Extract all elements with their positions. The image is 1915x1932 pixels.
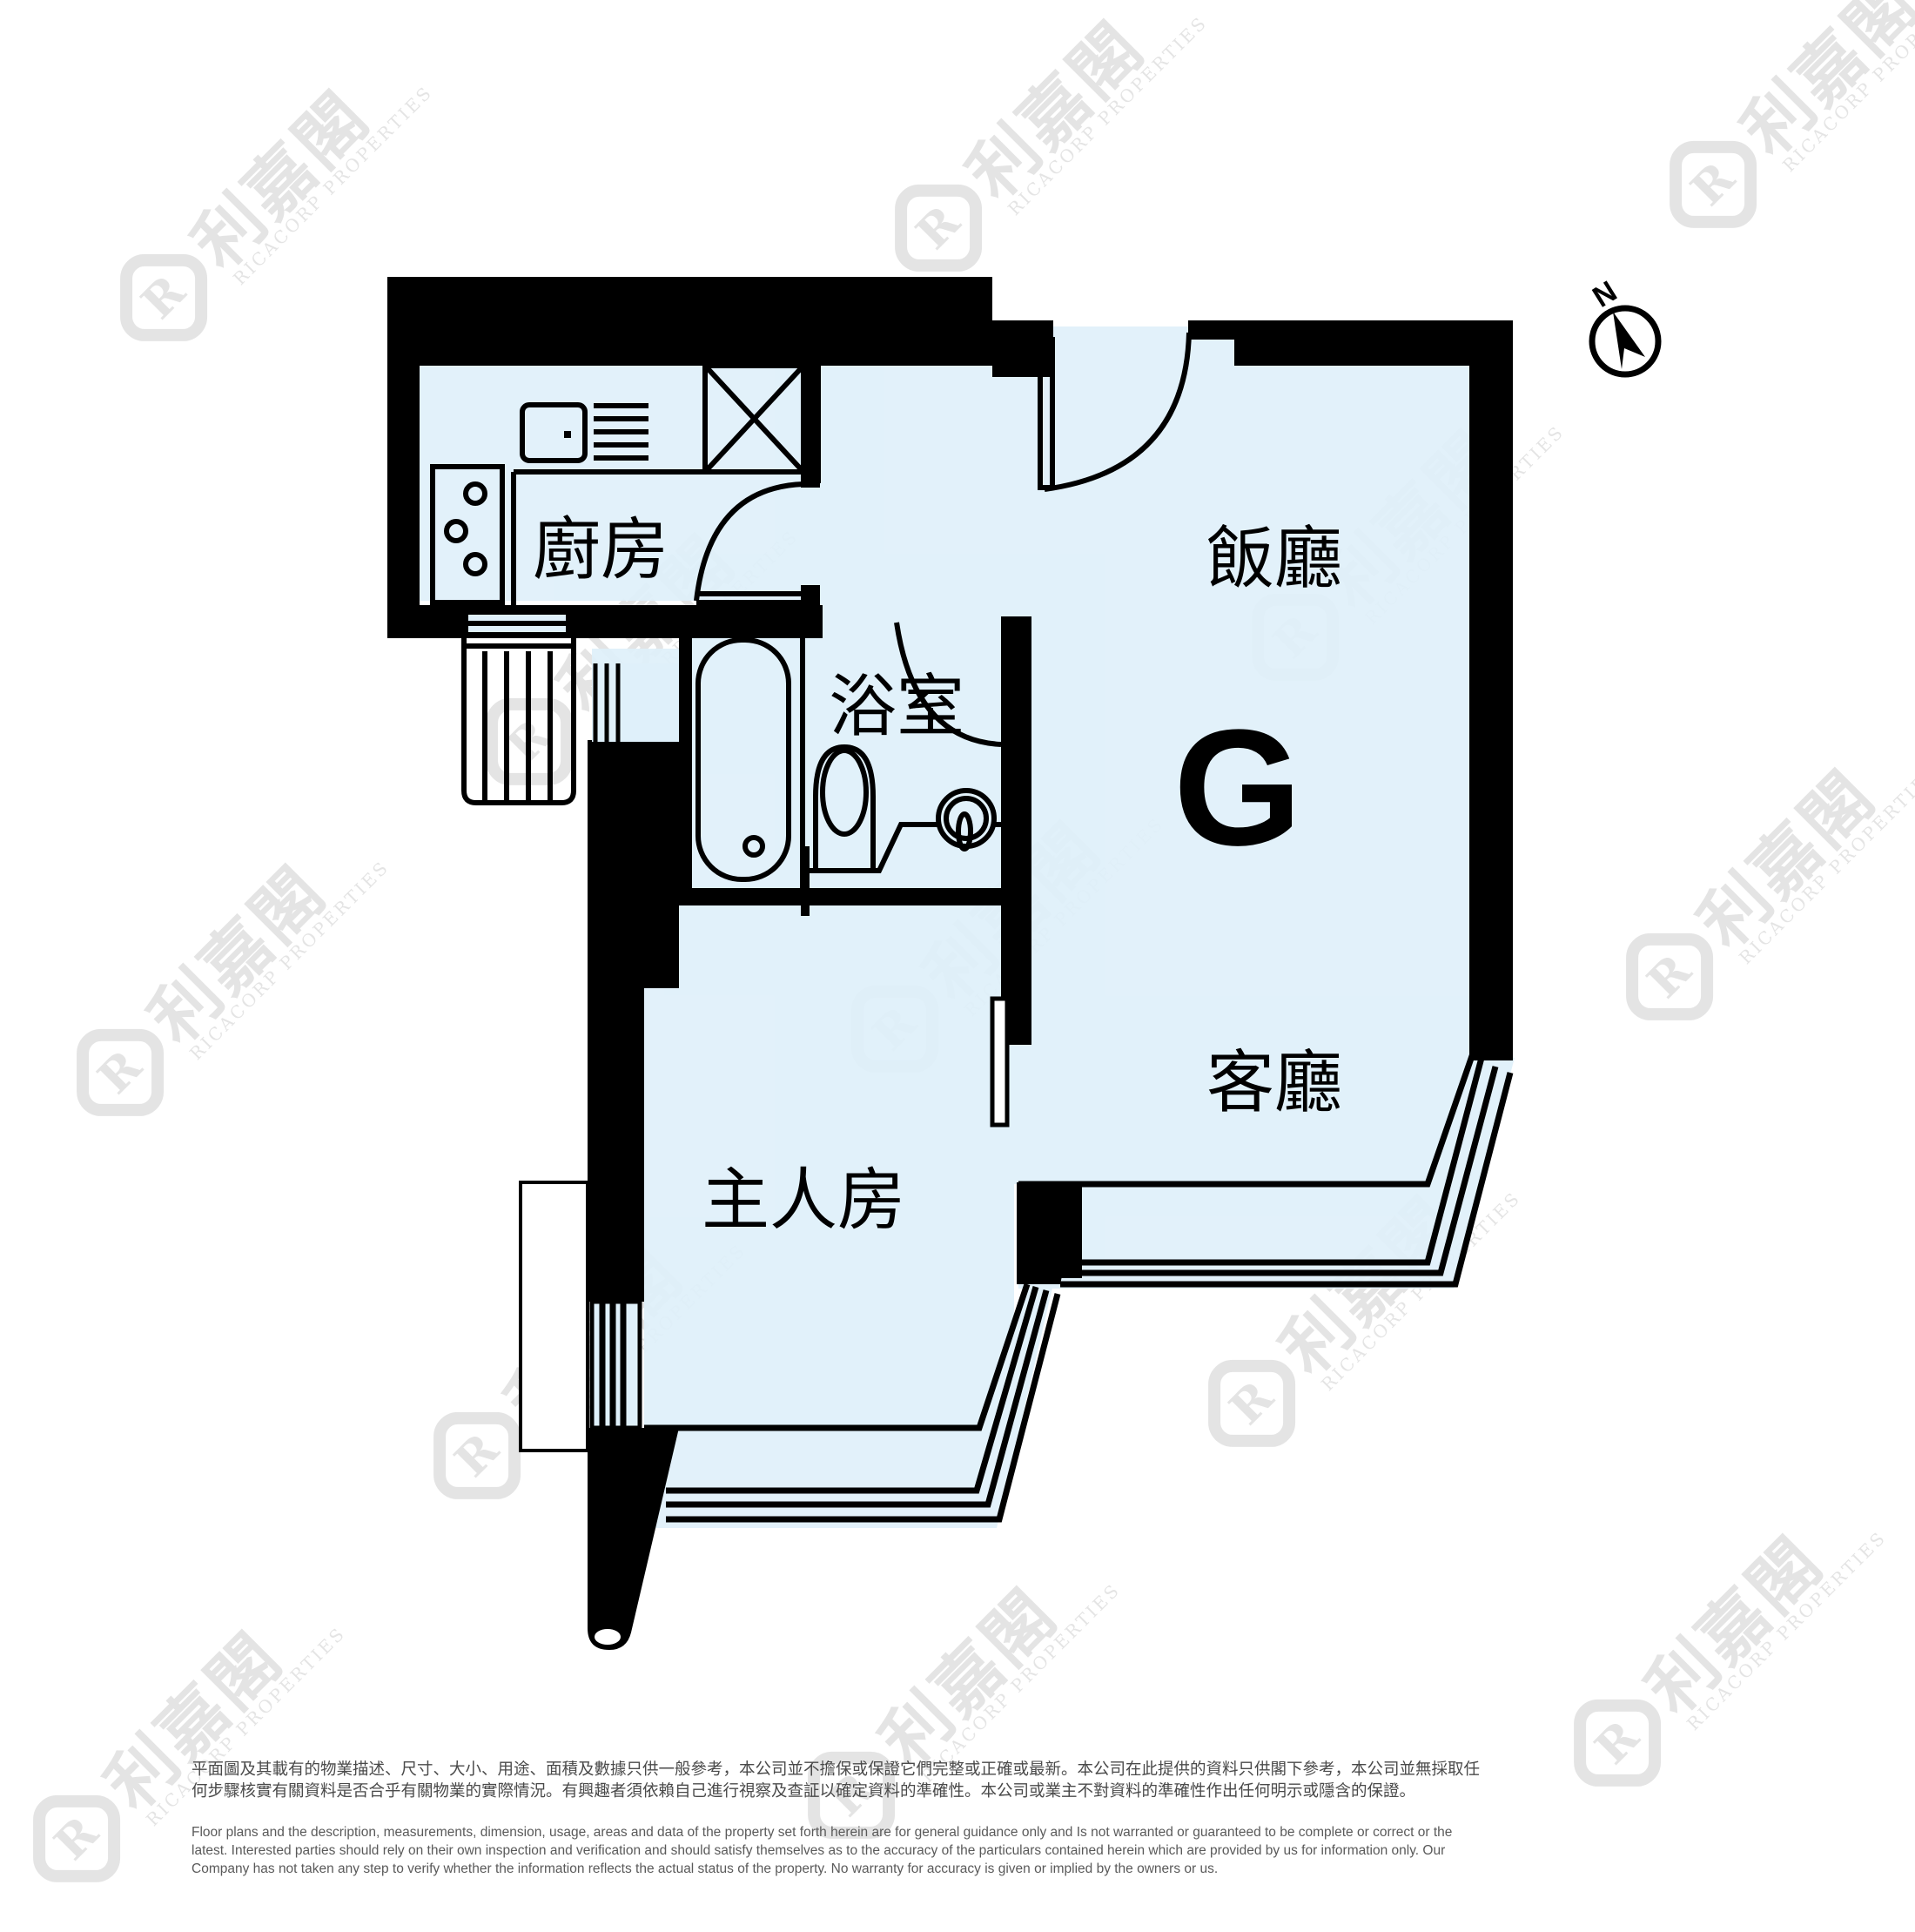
room-label-kitchen: 廚房 <box>533 511 669 589</box>
disclaimer-en-line: latest. Interested parties should rely o… <box>192 1843 1446 1858</box>
room-label-master-bedroom: 主人房 <box>702 1161 905 1240</box>
disclaimer-en-line: Company has not taken any step to verify… <box>192 1861 1219 1876</box>
room-label-dining: 飯廳 <box>1206 520 1342 598</box>
wardrobe-door <box>990 996 1010 1128</box>
bathroom-window <box>592 663 679 742</box>
kitchen-door <box>694 481 804 605</box>
bedroom-window-lines <box>589 1282 1061 1523</box>
bathroom-fixtures <box>695 620 1018 888</box>
kitchen-window <box>468 615 566 632</box>
disclaimer-chinese: 平面圖及其載有的物業描述、尺寸、大小、用途、面積及數據只供一般參考，本公司並不擔… <box>192 1759 1758 1802</box>
pipe-hole <box>595 1629 621 1645</box>
disclaimer-cn-line: 平面圖及其載有的物業描述、尺寸、大小、用途、面積及數據只供一般參考，本公司並不擔… <box>192 1760 1481 1779</box>
kitchen-fixtures <box>430 363 806 605</box>
living-window-lines <box>1018 1052 1514 1288</box>
disclaimer-english: Floor plans and the description, measure… <box>192 1823 1758 1878</box>
kitchen-wall-stub <box>803 366 821 483</box>
north-arrow-icon: N <box>1587 275 1662 378</box>
drying-rack <box>461 637 576 805</box>
room-label-bathroom: 浴室 <box>829 668 964 746</box>
room-label-living: 客廳 <box>1206 1044 1342 1122</box>
disclaimer-cn-line: 何步驟核實有關資料是否合乎有關物業的實際情況。有興趣者須依賴自己進行視察及查証以… <box>192 1782 1416 1801</box>
unit-label: G <box>1173 696 1302 880</box>
disclaimer-en-line: Floor plans and the description, measure… <box>192 1825 1453 1840</box>
entrance-door <box>1038 332 1192 492</box>
bay-window-box <box>519 1181 589 1452</box>
